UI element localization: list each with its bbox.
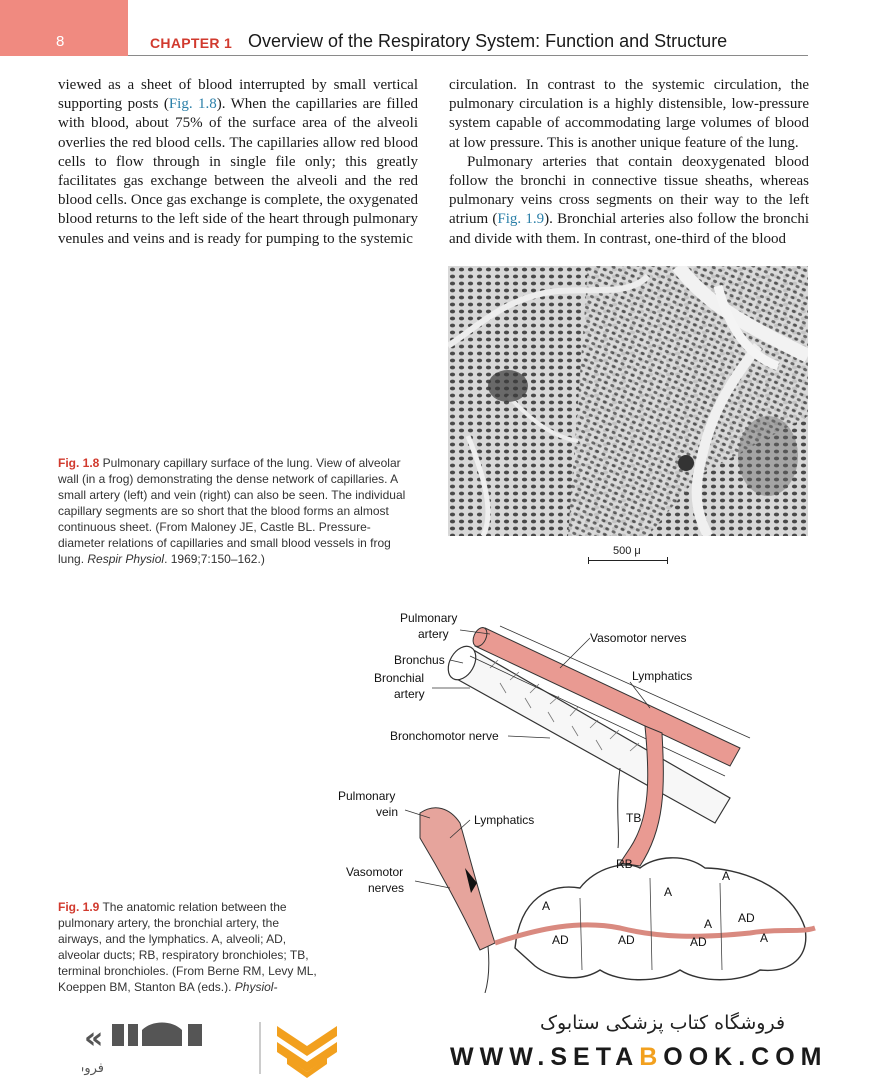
label-alveolar-duct: AD [618,933,635,947]
shop-name: فروشگاه کتاب پزشکی ستابوک [540,1012,786,1034]
scale-bar-label: 500 μ [613,545,641,557]
figure-1-8-caption: Fig. 1.8 Pulmonary capillary surface of … [58,455,408,567]
figure-1-9-caption: Fig. 1.9 The anatomic relation between t… [58,899,324,995]
paragraph: viewed as a sheet of blood interrupted b… [58,76,418,249]
svg-text:«: « [84,1021,103,1056]
url-text: WWW.SETA [450,1043,640,1071]
label-pulmonary-artery: Pulmonary [400,611,457,625]
paragraph: circulation. In contrast to the systemic… [449,77,809,151]
setabook-logo: « فروشگاه اینترنتی کتاب [0,1016,352,1080]
label-pulmonary-vein: vein [376,805,398,819]
text-run: Pulmonary arteries that contain deoxygen… [449,153,809,228]
label-bronchial-artery: Bronchial [374,671,424,685]
label-alveolar-duct: AD [738,911,755,925]
label-alveolar-duct: AD [552,933,569,947]
chapter-title: Overview of the Respiratory System: Func… [248,31,728,51]
label-vasomotor-nerves: Vasomotor nerves [590,631,687,645]
body-column-right: circulation. In contrast to the systemic… [449,76,809,249]
text-run: ). When the capillaries are filled with … [58,96,418,247]
label-pulmonary-artery: artery [418,627,449,641]
label-respiratory-bronchiole: RB [616,857,633,871]
label-lymphatics: Lymphatics [632,669,692,683]
chapter-label: CHAPTER 1 [150,35,233,51]
label-bronchial-artery: artery [394,687,425,701]
caption-text: The anatomic relation between the pulmon… [58,900,317,994]
text-run: ). Bronchial arteries also follow the br… [449,211,810,247]
page-number: 8 [56,33,65,50]
label-vasomotor-nerves: nerves [368,881,404,895]
label-terminal-bronchiole: TB [626,811,641,825]
label-pulmonary-vein: Pulmonary [338,789,395,803]
page-number-box [0,0,128,56]
text-run: viewed as a sheet of blood interrupted b… [58,77,418,113]
header-rule [128,55,808,56]
logo-tagline: فروشگاه اینترنتی کتاب [82,1060,104,1076]
capillary-micrograph-image [448,266,808,536]
figure-label: Fig. 1.9 [58,900,100,914]
body-column-left: viewed as a sheet of blood interrupted b… [58,76,418,249]
label-alveolus: A [760,931,768,945]
caption-journal: Respir Physiol [87,552,165,566]
figure-reference-link[interactable]: Fig. 1.9 [497,211,545,228]
airway-vessel-diagram: Pulmonary artery Bronchus Bronchial arte… [320,598,826,994]
label-alveolus: A [664,885,672,899]
label-lymphatics: Lymphatics [474,813,534,827]
label-bronchus: Bronchus [394,653,445,667]
caption-text: Pulmonary capillary surface of the lung.… [58,456,406,566]
website-url[interactable]: WWW.SETABOOK.COM [450,1043,827,1072]
label-vasomotor-nerves: Vasomotor [346,865,403,879]
url-accent-letter: B [639,1043,664,1071]
label-alveolus: A [722,869,730,883]
label-bronchomotor-nerve: Bronchomotor nerve [390,729,499,743]
scale-bar [588,557,668,564]
label-alveolar-duct: AD [690,935,707,949]
url-text: OOK.COM [663,1043,828,1071]
figure-label: Fig. 1.8 [58,456,100,470]
label-alveolus: A [704,917,712,931]
caption-journal: Physiol- [234,980,278,994]
figure-reference-link[interactable]: Fig. 1.8 [168,96,217,113]
label-alveolus: A [542,899,550,913]
paragraph: Pulmonary arteries that contain deoxygen… [449,153,809,249]
caption-text: . 1969;7:150–162.) [164,552,265,566]
